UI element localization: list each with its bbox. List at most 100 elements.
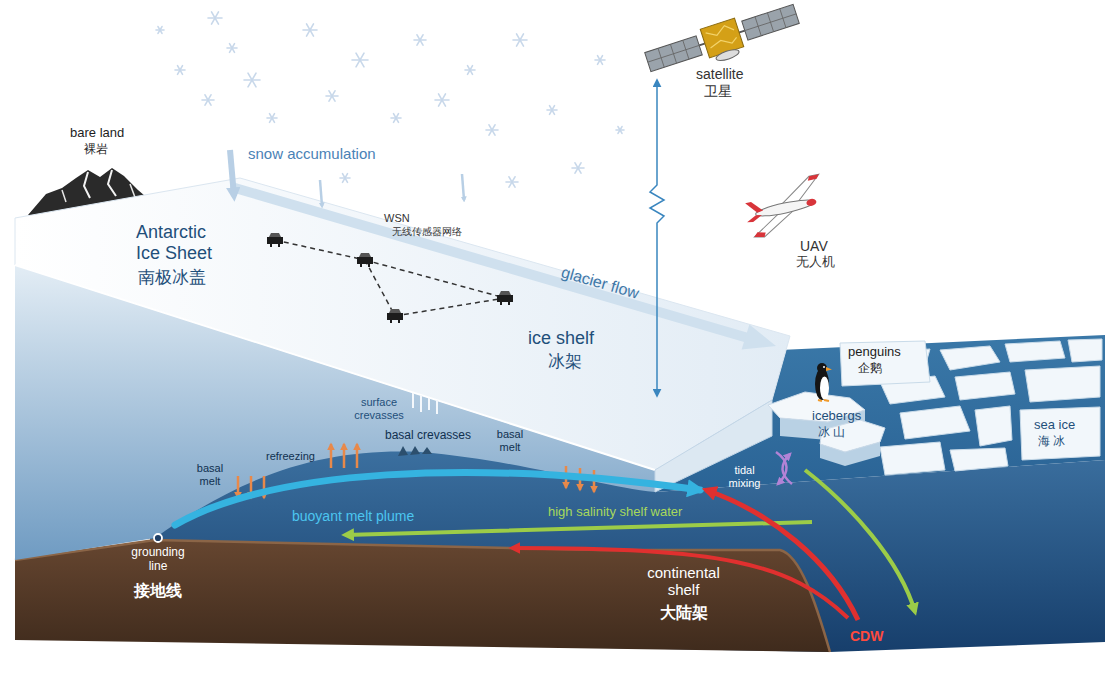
satellite-drawing <box>643 0 803 83</box>
snowflake-arm <box>489 125 495 135</box>
melt-arrows <box>330 444 333 468</box>
snowflake-arm <box>178 66 183 75</box>
sensor-nodes <box>390 320 392 323</box>
sea-ice-floes <box>1020 407 1100 460</box>
snowflake-arm <box>248 73 256 87</box>
surface-crevasse-marks <box>420 395 422 412</box>
surface-crevasse-marks <box>428 398 430 410</box>
instrument-label: UAV <box>800 238 828 254</box>
region-label: 大陆架 <box>660 604 708 622</box>
snowflake-arm <box>550 106 555 115</box>
snowflake-arm <box>517 34 524 46</box>
feature-label: surface crevasses <box>350 396 408 421</box>
satellite-link <box>650 80 664 396</box>
water-mass-label: high salinity shelf water <box>548 505 682 520</box>
instrument-label: 无人机 <box>796 255 835 270</box>
snowflake-arm <box>439 94 446 106</box>
snowflake <box>326 91 338 101</box>
snowflake-arm <box>158 27 162 34</box>
bare-land-rock <box>108 170 116 196</box>
snowflake-arm <box>307 24 314 36</box>
penguin <box>820 377 829 400</box>
snowflake <box>572 163 584 173</box>
snowflake <box>303 24 317 36</box>
snowflake-arm <box>517 34 524 46</box>
sensor-nodes <box>497 291 513 305</box>
cdw-arrow <box>706 490 858 620</box>
water-mass-label: buoyant melt plume <box>292 508 414 524</box>
snowflake-arm <box>205 95 211 105</box>
satellite-drawing <box>645 36 703 72</box>
snowflake-arm <box>230 44 235 53</box>
process-label: snow accumulation <box>248 145 376 162</box>
sensor-nodes <box>387 309 403 323</box>
satellite-drawing <box>715 48 740 63</box>
snowflake-arm <box>509 177 515 187</box>
penguin <box>823 366 825 368</box>
snowflake-arm <box>343 174 348 183</box>
sensor-nodes <box>357 257 373 264</box>
snowflake <box>244 73 260 87</box>
tidal-arrow <box>782 454 792 484</box>
sea-ice-floes <box>1025 366 1100 402</box>
sea-ice-floes <box>880 442 945 475</box>
sea-ice-floes <box>975 406 1012 446</box>
uav-drawing <box>755 197 816 219</box>
snowflake <box>227 44 237 53</box>
snowflake <box>175 66 185 75</box>
uav-drawing <box>740 174 829 240</box>
sea-ice-floes <box>940 346 1000 370</box>
snowflake-arm <box>468 66 473 75</box>
sensor-nodes <box>270 244 272 247</box>
water-mass-label: CDW <box>850 628 883 644</box>
snowflake-arm <box>178 66 183 75</box>
snowflake-arm <box>598 56 603 65</box>
feature-label: basal crevasses <box>385 429 471 443</box>
process-label: basal melt <box>190 462 230 487</box>
glacier-flow-arrow <box>235 188 776 350</box>
surface-crevasse-marks <box>413 393 437 414</box>
sensor-nodes <box>267 237 283 244</box>
snowflake <box>616 127 624 134</box>
penguin <box>815 363 832 401</box>
snowflake <box>202 95 214 105</box>
feature-label: 冰 山 <box>818 426 845 440</box>
feature-label: 海 冰 <box>1038 435 1065 449</box>
satellite-link <box>650 80 664 396</box>
bare-land-rock <box>84 172 90 198</box>
snowflake <box>465 66 475 75</box>
snowflake-arm <box>270 114 275 123</box>
snowflake-arm <box>489 125 495 135</box>
snowflake <box>595 56 605 65</box>
sensor-network-links <box>365 260 395 316</box>
snowflake-arm <box>394 114 399 123</box>
sea-ice-floes <box>840 341 930 386</box>
snowflake <box>156 27 164 34</box>
snowflake-arm <box>356 53 364 67</box>
snowflake <box>506 177 518 187</box>
bare-land-rock <box>62 190 66 202</box>
snowflake-arm <box>307 24 314 36</box>
feature-label: icebergs <box>812 409 861 424</box>
sensor-nodes <box>398 320 400 323</box>
ice-top-surface <box>15 178 790 470</box>
snowflake-arm <box>270 114 275 123</box>
melt-arrows <box>237 476 240 498</box>
penguin <box>826 367 832 371</box>
melt-arrows <box>343 444 346 468</box>
region-label: bare land <box>70 126 124 141</box>
sensor-nodes <box>357 253 373 267</box>
region-label: Antarctic Ice Sheet <box>136 222 226 263</box>
snowflake-arm <box>158 27 162 34</box>
process-label: glacier flow <box>559 263 641 303</box>
snowflake-arm <box>509 177 515 187</box>
region-label: ice shelf <box>528 328 594 349</box>
sensor-nodes <box>508 302 510 305</box>
sensor-network-links <box>365 260 505 298</box>
sensor-network-links <box>395 298 505 316</box>
snowflake-arm <box>356 53 364 67</box>
process-label: basal melt <box>490 428 530 453</box>
sea-ice-floes <box>950 448 1008 471</box>
